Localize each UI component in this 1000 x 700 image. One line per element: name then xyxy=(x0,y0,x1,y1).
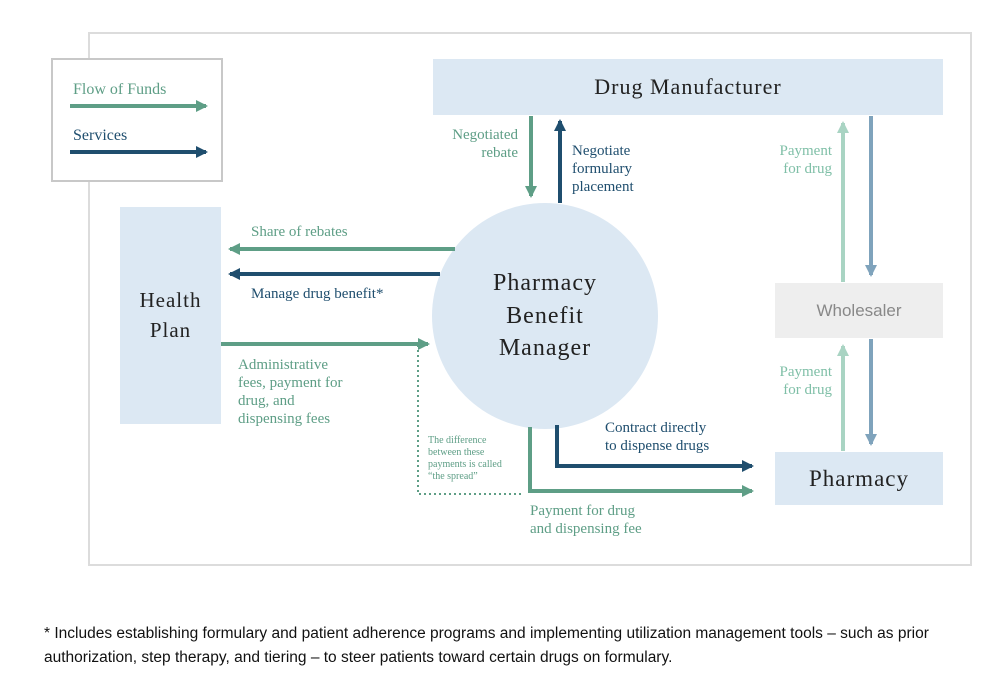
payment-drug-fee-label: Payment for drug and dispensing fee xyxy=(530,503,642,537)
health-plan-node: Health Plan xyxy=(120,207,221,424)
payment-drug-fee-arrow xyxy=(528,427,754,497)
legend: Flow of Funds Services xyxy=(51,58,223,182)
payment-for-drug-bottom-label: Payment for drug xyxy=(779,364,833,398)
pharmacy-node: Pharmacy xyxy=(775,452,943,505)
manage-drug-benefit-label: Manage drug benefit* xyxy=(251,286,384,302)
legend-services-label: Services xyxy=(73,127,128,144)
admin-fees-label: Administrative fees, payment for drug, a… xyxy=(238,357,343,427)
share-of-rebates-label: Share of rebates xyxy=(251,224,348,240)
contract-directly-arrow xyxy=(555,425,754,472)
diagram-frame xyxy=(88,32,972,566)
drug-manufacturer-node: Drug Manufacturer xyxy=(433,59,943,115)
legend-funds-label: Flow of Funds xyxy=(73,81,167,98)
spread-note-label: The difference between these payments is… xyxy=(428,435,502,482)
negotiated-rebate-label: Negotiated rebate xyxy=(452,127,518,161)
footnote: * Includes establishing formulary and pa… xyxy=(44,625,929,667)
pbm-node: Pharmacy Benefit Manager xyxy=(432,203,658,429)
wholesaler-node: Wholesaler xyxy=(775,283,943,338)
payment-for-drug-top-label: Payment for drug xyxy=(779,143,833,177)
contract-directly-label: Contract directly to dispense drugs xyxy=(605,420,710,454)
negotiate-formulary-label: Negotiate formulary placement xyxy=(572,143,634,195)
